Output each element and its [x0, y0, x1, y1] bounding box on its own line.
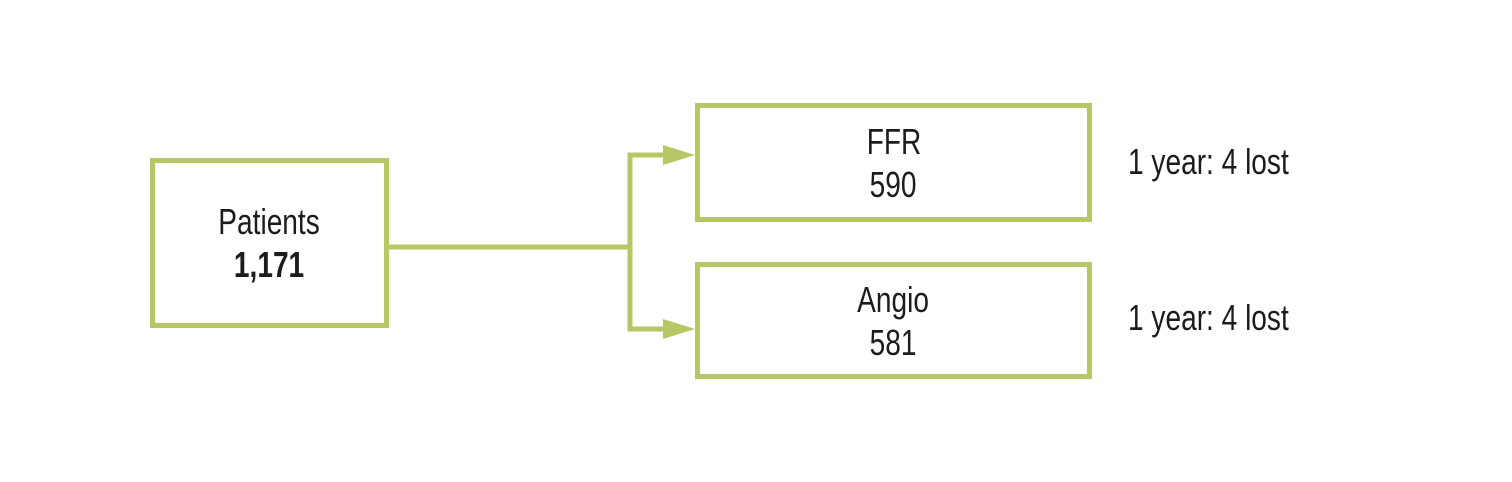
angio-label: Angio: [857, 278, 930, 320]
angio-arrowhead-icon: [663, 319, 695, 339]
angio-count: 581: [870, 321, 917, 363]
ffr-label: FFR: [866, 120, 921, 162]
ffr-arrowhead-icon: [663, 145, 695, 165]
ffr-node: FFR 590: [695, 103, 1092, 222]
ffr-count: 590: [870, 163, 917, 205]
angio-lost-annotation: 1 year: 4 lost: [1128, 297, 1289, 338]
patients-node: Patients 1,171: [150, 158, 389, 328]
ffr-lost-annotation: 1 year: 4 lost: [1128, 141, 1289, 182]
patients-label: Patients: [218, 201, 321, 242]
angio-node: Angio 581: [695, 262, 1092, 379]
patients-count: 1,171: [234, 244, 305, 285]
